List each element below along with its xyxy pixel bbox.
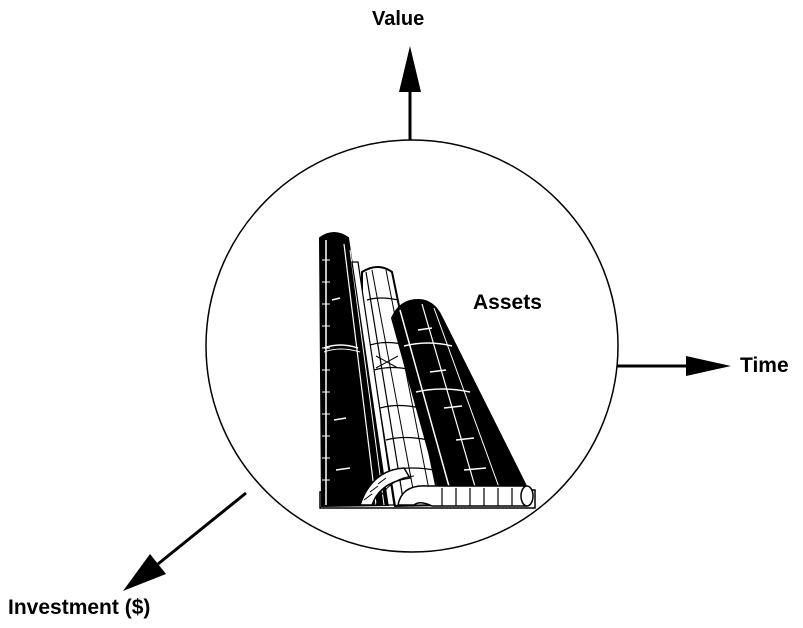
- investment-axis-arrow: [123, 491, 247, 591]
- time-axis-label: Time: [740, 354, 789, 377]
- time-axis-arrow: [612, 356, 731, 376]
- assets-label: Assets: [473, 291, 542, 314]
- refinery-distillation-columns-icon: [318, 232, 536, 509]
- value-axis-label: Value: [372, 8, 425, 30]
- investment-axis-label: Investment ($): [8, 596, 151, 619]
